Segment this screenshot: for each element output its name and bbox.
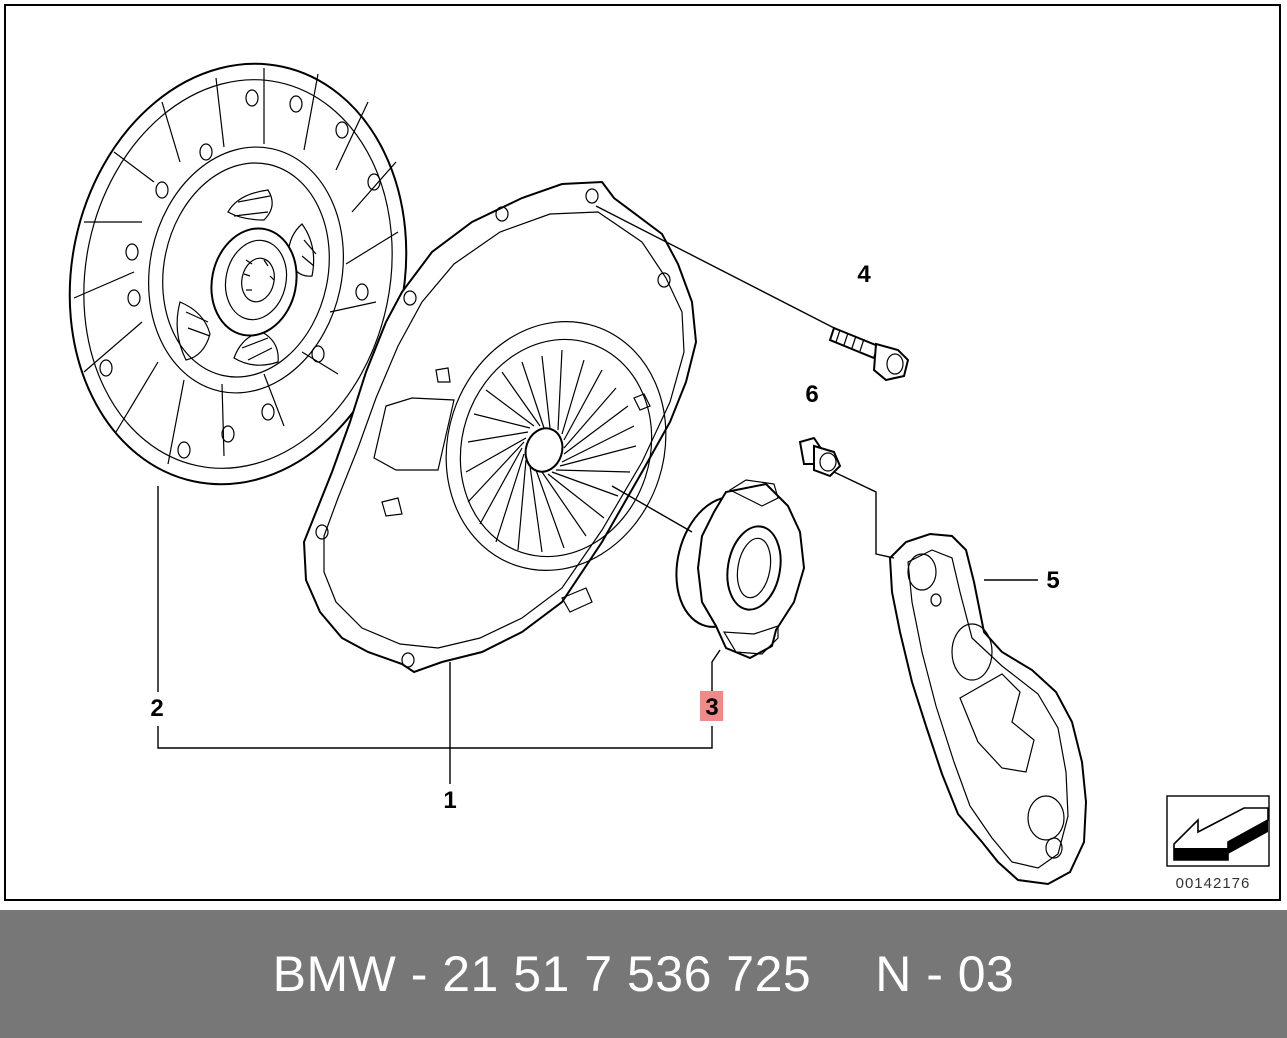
exploded-view-svg: 1 2 3 4 5 6 00142176 <box>68 62 1270 892</box>
part-number-caption: BMW - 21 51 7 536 725 N - 03 <box>0 910 1287 1038</box>
release-lever-icon <box>888 532 1088 886</box>
clutch-disc-icon <box>68 62 408 486</box>
leader-lines <box>157 205 1038 784</box>
callout-2[interactable]: 2 <box>150 695 163 722</box>
parts-diagram: 1 2 3 4 5 6 00142176 <box>4 4 1281 901</box>
diagram-code-text: N - 03 <box>875 946 1015 1002</box>
bolt-icon <box>828 326 910 382</box>
pressure-plate-icon <box>302 180 698 674</box>
callout-4[interactable]: 4 <box>857 261 871 288</box>
release-bearing-icon <box>675 479 806 660</box>
diagram-id: 00142176 <box>1176 875 1251 892</box>
part-number-text: BMW - 21 51 7 536 725 <box>272 946 812 1002</box>
callout-1[interactable]: 1 <box>443 787 456 814</box>
callout-3[interactable]: 3 <box>705 694 718 721</box>
callout-6[interactable]: 6 <box>805 381 818 408</box>
footer-bar: BMW - 21 51 7 536 725 N - 03 <box>0 910 1287 1038</box>
callout-5[interactable]: 5 <box>1046 567 1059 594</box>
callout-highlight <box>700 691 723 721</box>
pivot-pin-icon <box>798 436 842 478</box>
view-direction-arrow-icon <box>1166 795 1270 867</box>
